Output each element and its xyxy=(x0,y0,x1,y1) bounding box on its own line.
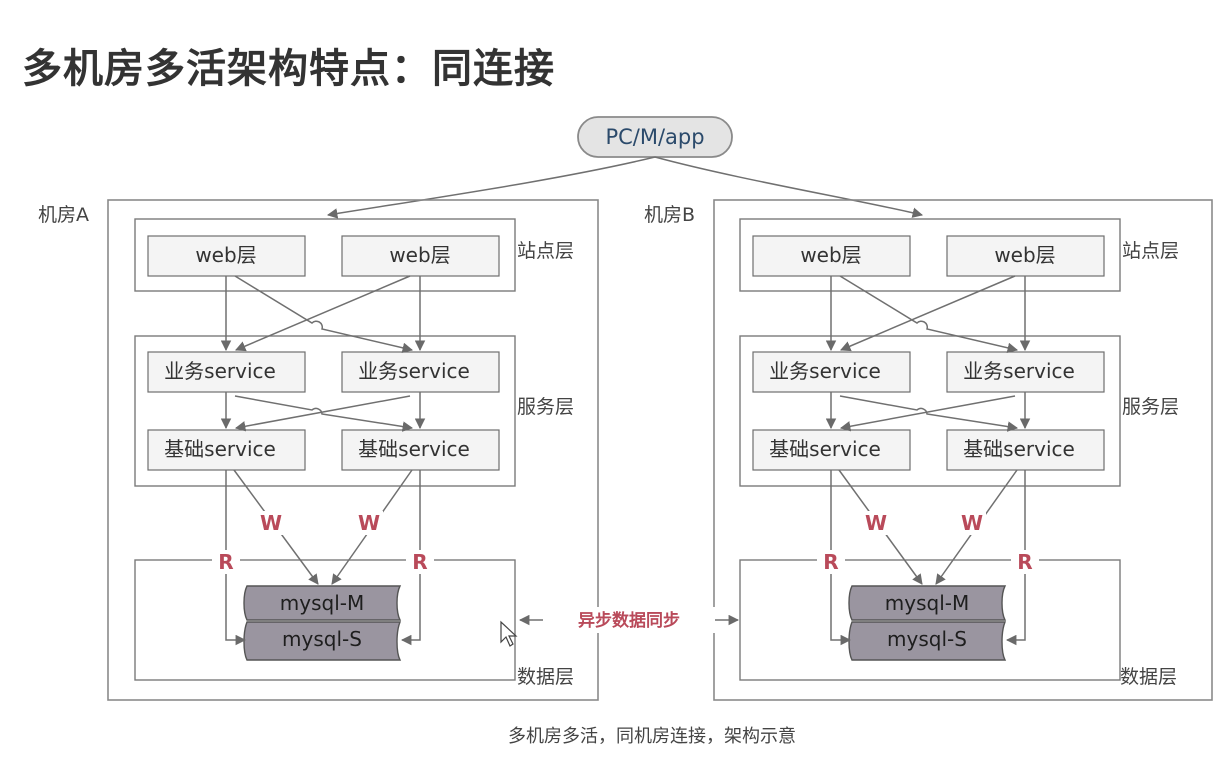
room-b-write-label-2: W xyxy=(961,511,983,535)
room-b-biz-to-base-connections xyxy=(825,392,1031,432)
client-label: PC/M/app xyxy=(605,125,704,149)
room-a-biz-to-base-connections xyxy=(220,392,426,432)
room-a-site-to-service-connections xyxy=(220,275,426,353)
room-b: 机房B 站点层 web层 web层 服务层 业务service 业务servic… xyxy=(644,199,1213,701)
room-a-label: 机房A xyxy=(38,204,89,226)
room-a-service-layer-label: 服务层 xyxy=(517,396,574,418)
room-b-mysql-slave-label: mysql-S xyxy=(887,627,967,651)
room-b-biz-service-2-label: 业务service xyxy=(963,359,1075,383)
mouse-cursor-icon xyxy=(500,620,518,647)
room-b-label: 机房B xyxy=(644,204,695,226)
room-a-biz-service-2-label: 业务service xyxy=(358,359,470,383)
room-b-data-layer-label: 数据层 xyxy=(1120,666,1177,688)
room-b-base-service-2-label: 基础service xyxy=(963,437,1075,461)
room-b-boundary xyxy=(713,199,1213,701)
room-a: 机房A 站点层 web层 web层 服务层 业务service 业务servic… xyxy=(38,199,599,701)
client-to-room-a-arrow xyxy=(326,156,656,219)
diagram-caption: 多机房多活，同机房连接，架构示意 xyxy=(508,726,796,747)
async-sync-connector: 异步数据同步 xyxy=(518,607,740,633)
room-b-read-label-1: R xyxy=(823,550,838,574)
room-a-read-label-2: R xyxy=(412,550,427,574)
room-b-web-1-label: web层 xyxy=(800,243,861,267)
room-a-write-label-1: W xyxy=(260,511,282,535)
room-a-base-service-2-label: 基础service xyxy=(358,437,470,461)
room-a-mysql-master xyxy=(243,585,402,621)
room-a-web-2-label: web层 xyxy=(389,243,450,267)
room-a-web-1-label: web层 xyxy=(195,243,256,267)
room-b-biz-service-1-label: 业务service xyxy=(769,359,881,383)
room-a-boundary xyxy=(107,199,599,701)
room-b-service-layer-label: 服务层 xyxy=(1122,396,1179,418)
room-a-mysql-slave xyxy=(243,621,402,661)
room-b-web-1 xyxy=(752,235,911,277)
room-a-mysql-slave-label: mysql-S xyxy=(282,627,362,651)
room-b-mysql-slave xyxy=(848,621,1007,661)
client-to-room-b-arrow xyxy=(654,156,924,218)
room-a-write-label-2: W xyxy=(358,511,380,535)
room-b-base-service-1-label: 基础service xyxy=(769,437,881,461)
async-sync-label: 异步数据同步 xyxy=(578,610,680,631)
room-a-mysql-master-label: mysql-M xyxy=(280,591,364,615)
room-a-data-layer-label: 数据层 xyxy=(517,666,574,688)
client-node: PC/M/app xyxy=(577,116,733,158)
room-b-biz-service-1 xyxy=(752,351,911,393)
room-b-mysql-master xyxy=(848,585,1007,621)
room-a-biz-service-1-label: 业务service xyxy=(164,359,276,383)
room-b-web-2-label: web层 xyxy=(994,243,1055,267)
page-title: 多机房多活架构特点：同连接 xyxy=(22,46,555,92)
room-b-site-layer-label: 站点层 xyxy=(1122,240,1179,262)
room-a-web-1 xyxy=(147,235,306,277)
room-b-mysql-master-label: mysql-M xyxy=(885,591,969,615)
room-a-base-service-1 xyxy=(147,429,306,471)
room-a-read-label-1: R xyxy=(218,550,233,574)
room-a-biz-service-2 xyxy=(341,351,500,393)
room-b-write-label-1: W xyxy=(865,511,887,535)
room-b-base-service-2 xyxy=(946,429,1105,471)
room-b-read-label-2: R xyxy=(1017,550,1032,574)
room-b-site-to-service-connections xyxy=(825,275,1031,353)
room-a-base-service-1-label: 基础service xyxy=(164,437,276,461)
room-a-site-layer-label: 站点层 xyxy=(517,240,574,262)
room-a-base-service-2 xyxy=(341,429,500,471)
room-b-base-service-1 xyxy=(752,429,911,471)
room-b-web-2 xyxy=(946,235,1105,277)
